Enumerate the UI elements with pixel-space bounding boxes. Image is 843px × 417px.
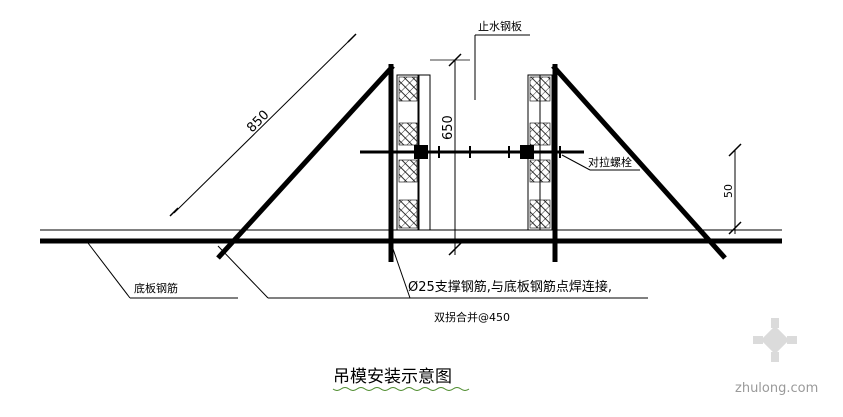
tie-bolt-leader: [561, 154, 640, 171]
bottom-rebar-label: 底板钢筋: [134, 281, 178, 295]
stop-water-plate-leader: [474, 34, 530, 100]
diagram-title: 吊模安装示意图: [333, 367, 452, 387]
stop-water-plate-label: 止水钢板: [478, 19, 522, 33]
bottom-rebar-leader: [87, 242, 238, 299]
dimension-650-label: 650: [441, 115, 456, 140]
dimension-50: [728, 143, 742, 235]
diagonal-braces: [216, 64, 727, 260]
bottom-slab-rebar: [40, 229, 782, 244]
double-spacing-label: 双拐合并@450: [434, 310, 510, 324]
watermark-text: zhulong.com: [735, 381, 818, 396]
dimension-50-label: 50: [722, 184, 735, 198]
support-rebar-label: Ø25支撑钢筋,与底板钢筋点焊连接,: [408, 279, 612, 295]
tie-bolt: [360, 145, 584, 159]
dimension-850-label: 850: [244, 108, 272, 136]
support-rebar-leader: [217, 245, 648, 299]
vertical-supports: [388, 64, 558, 262]
left-formwork-panel: [396, 74, 431, 231]
dimension-650: [430, 53, 470, 256]
zhulong-logo-icon: [753, 318, 797, 362]
dimension-850: [169, 33, 357, 217]
title-underline: [332, 387, 470, 391]
tie-bolt-label: 对拉螺栓: [588, 155, 632, 169]
